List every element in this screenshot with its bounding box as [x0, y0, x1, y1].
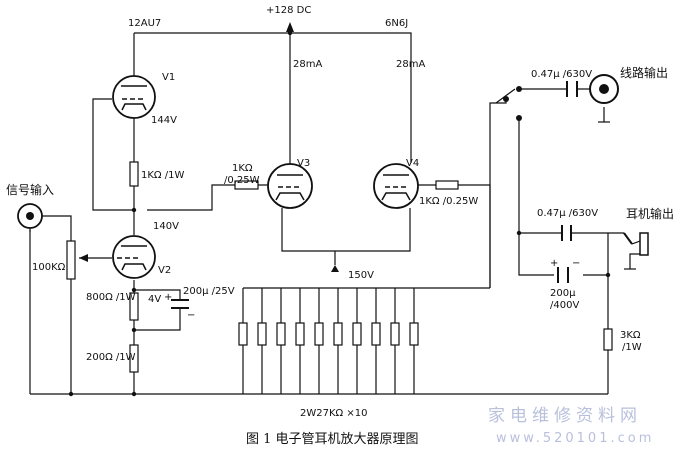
capacitor-cathode — [171, 299, 189, 309]
tube-v2 — [112, 235, 156, 279]
watermark-url: www.520101.com — [496, 431, 654, 446]
v3-current: 28mA — [293, 59, 322, 70]
signal-input-jack-icon — [17, 203, 43, 229]
line-output-jack-icon — [589, 74, 619, 104]
tube-v4 — [373, 163, 419, 209]
load-resistor-array — [238, 288, 419, 394]
v2-voltage: 140V — [153, 221, 179, 232]
v1-label: V1 — [162, 72, 175, 83]
supply-arrow-icon — [286, 22, 294, 32]
cathode-voltage: 4V — [148, 294, 161, 305]
bias-voltage: 150V — [348, 270, 374, 281]
wiring — [29, 32, 640, 395]
tube-12au7-label: 12AU7 — [128, 18, 161, 29]
resistor-800 — [129, 292, 139, 321]
r-volume-label: 100KΩ — [32, 262, 66, 273]
capacitor-hp-electrolytic — [557, 267, 569, 283]
r-grid-v3-label: 1KΩ — [232, 163, 253, 174]
r-grid-v4-label: 1KΩ /0.25W — [419, 196, 478, 207]
v2-label: V2 — [158, 265, 171, 276]
switch-contact-line — [516, 86, 522, 92]
line-output-label: 线路输出 — [620, 65, 668, 80]
cap-minus: − — [187, 310, 195, 321]
tube-v1 — [112, 75, 156, 119]
resistor-3k — [603, 328, 613, 351]
switch-contact-headphone — [516, 115, 522, 121]
v3-label: V3 — [297, 158, 310, 169]
r-800-label: 800Ω /1W — [86, 292, 136, 303]
resistor-200 — [129, 344, 139, 373]
tube-6n6j-label: 6N6J — [385, 18, 408, 29]
r-200-label: 200Ω /1W — [86, 352, 136, 363]
v4-label: V4 — [406, 158, 419, 169]
c-hp-out-label: 0.47μ /630V — [537, 208, 598, 219]
resistor-grid-v3 — [234, 180, 259, 190]
r-1k-1w-label: 1KΩ /1W — [141, 170, 184, 181]
r-grid-v3-power: /0.25W — [224, 175, 260, 186]
junctions — [68, 30, 611, 397]
r-3k-power: /1W — [622, 342, 642, 353]
headphone-output-label: 耳机输出 — [626, 206, 674, 221]
resistor-1k-1w — [129, 161, 139, 187]
signal-input-label: 信号输入 — [6, 182, 54, 197]
headphone-jack-icon — [623, 232, 649, 256]
potentiometer-100k — [66, 240, 76, 280]
supply-label: +128 DC — [266, 5, 311, 16]
v4-current: 28mA — [396, 59, 425, 70]
wiper-arrow-icon — [79, 254, 88, 262]
cap2-minus: − — [572, 258, 580, 269]
r-3k-label: 3KΩ — [620, 330, 641, 341]
c-hp-elec-label: 200μ — [550, 288, 576, 299]
c-hp-elec-rating: /400V — [550, 300, 579, 311]
bias-arrow-icon — [331, 265, 339, 272]
capacitor-line-out — [566, 81, 578, 97]
tube-v3 — [267, 163, 313, 209]
resistor-grid-v4 — [435, 180, 459, 190]
v1-voltage: 144V — [151, 115, 177, 126]
c-line-out-label: 0.47μ /630V — [531, 69, 592, 80]
c-cathode-label: 200μ /25V — [183, 286, 235, 297]
load-resistors-label: 2W27KΩ ×10 — [300, 408, 367, 419]
figure-caption: 图 1 电子管耳机放大器原理图 — [246, 432, 419, 447]
capacitor-hp-out — [561, 225, 572, 241]
cap-plus: + — [164, 292, 172, 303]
cap2-plus: + — [550, 258, 558, 269]
watermark-cn: 家电维修资料网 — [488, 406, 642, 426]
